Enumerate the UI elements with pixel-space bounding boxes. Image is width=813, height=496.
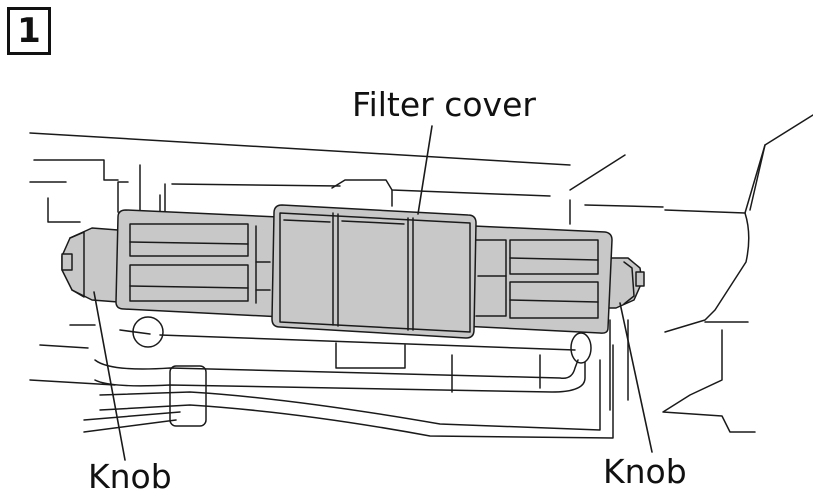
knob-right xyxy=(607,257,645,309)
hoses xyxy=(83,316,614,439)
knob-right-label: Knob xyxy=(603,452,687,491)
knob-left-label: Knob xyxy=(88,457,172,496)
leader-lines xyxy=(93,125,653,461)
housing-lines xyxy=(29,114,813,433)
filter-cover-label: Filter cover xyxy=(352,85,536,124)
step-number-badge: 1 xyxy=(7,7,51,55)
knob-left xyxy=(61,227,119,303)
filter-cover xyxy=(271,204,477,339)
step-number: 1 xyxy=(17,11,41,51)
